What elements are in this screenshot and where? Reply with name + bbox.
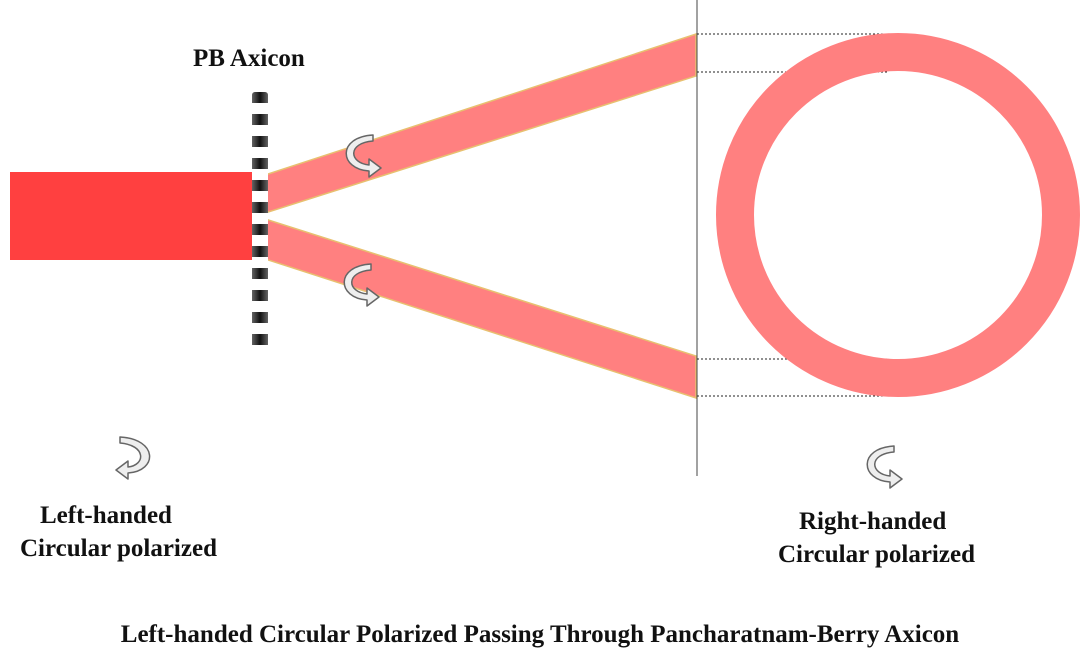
left-polarization-sublabel: Circular polarized — [20, 535, 217, 562]
output-ring — [716, 33, 1080, 397]
upper-diffracted-beam — [261, 32, 697, 216]
circular-arrow-icon — [345, 134, 382, 178]
right-polarization-label: Right-handed — [799, 508, 947, 535]
pb-axicon — [252, 92, 268, 348]
right-polarization-sublabel: Circular polarized — [778, 541, 975, 568]
circular-arrow-icon — [343, 263, 380, 307]
left-polarization-label: Left-handed — [40, 502, 172, 529]
axicon-label: PB Axicon — [193, 45, 305, 72]
diagram-caption: Left-handed Circular Polarized Passing T… — [120, 621, 960, 648]
circular-arrow-icon — [866, 445, 903, 489]
lower-diffracted-beam — [261, 216, 697, 400]
input-beam — [10, 172, 252, 260]
circular-arrow-icon — [115, 436, 151, 480]
